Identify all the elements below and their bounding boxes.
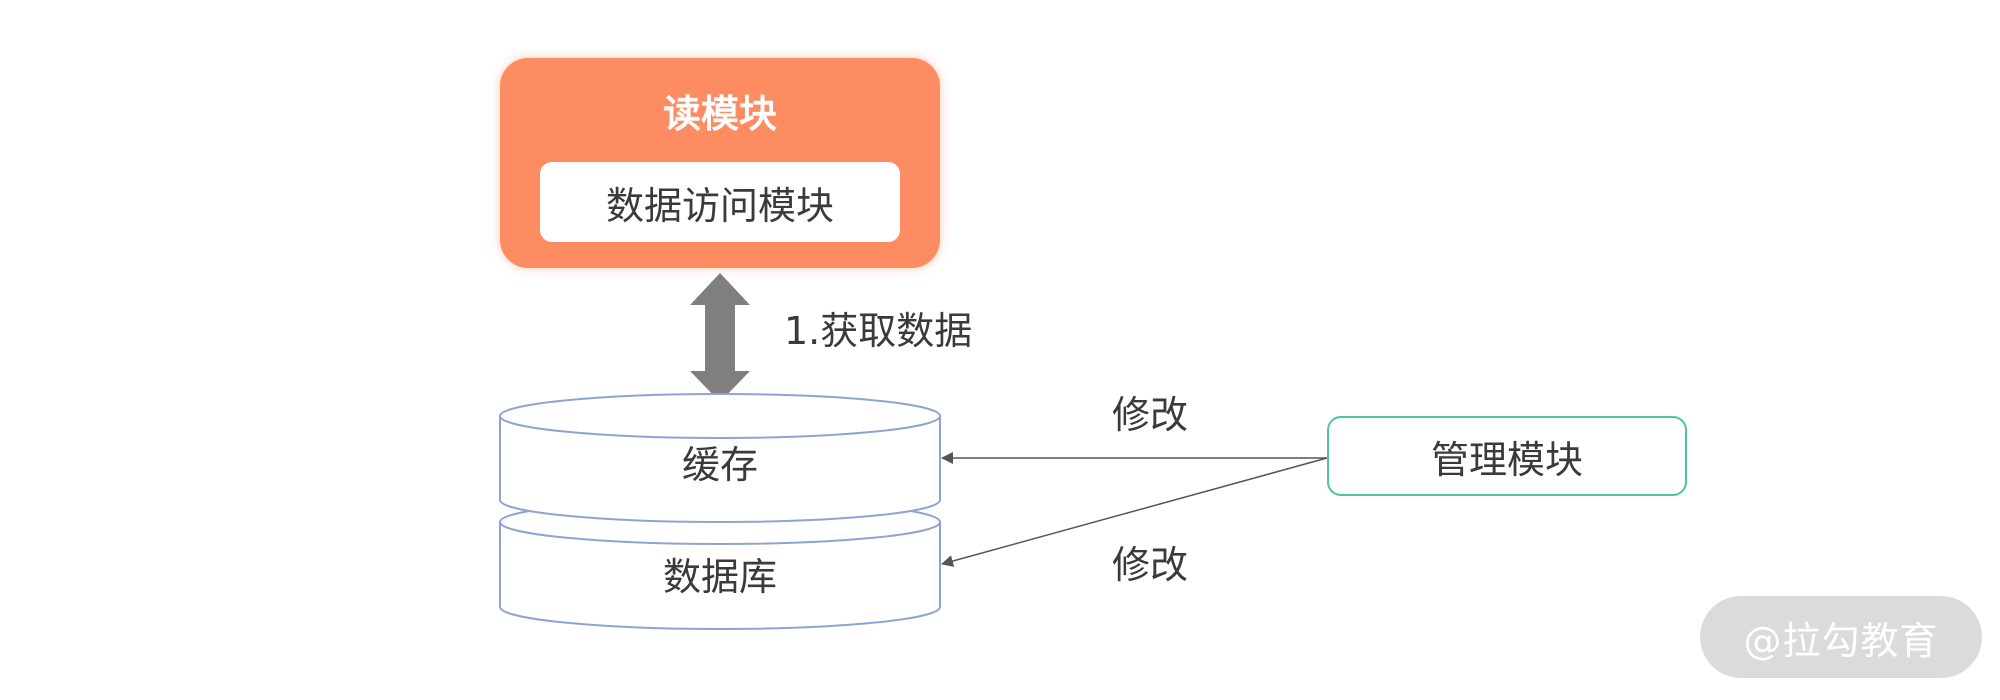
edge-modify-database	[941, 457, 1328, 567]
data-access-module: 数据访问模块	[540, 162, 900, 242]
watermark: @拉勾教育	[1700, 596, 1982, 678]
read-module: 读模块 数据访问模块	[500, 58, 940, 268]
modify-cache-label: 修改	[1112, 393, 1189, 437]
management-module: 管理模块	[1327, 416, 1687, 496]
modify-database-label: 修改	[1112, 543, 1189, 587]
bidirectional-arrow	[690, 273, 750, 402]
cache-cylinder	[499, 393, 941, 523]
management-module-label: 管理模块	[1430, 437, 1583, 482]
database-label: 数据库	[662, 555, 777, 599]
data-access-module-label: 数据访问模块	[605, 183, 834, 228]
watermark-text: @拉勾教育	[1743, 618, 1939, 663]
cache-label: 缓存	[681, 443, 758, 487]
fetch-data-label: 1.获取数据	[784, 309, 973, 353]
read-module-title: 读模块	[662, 92, 777, 136]
